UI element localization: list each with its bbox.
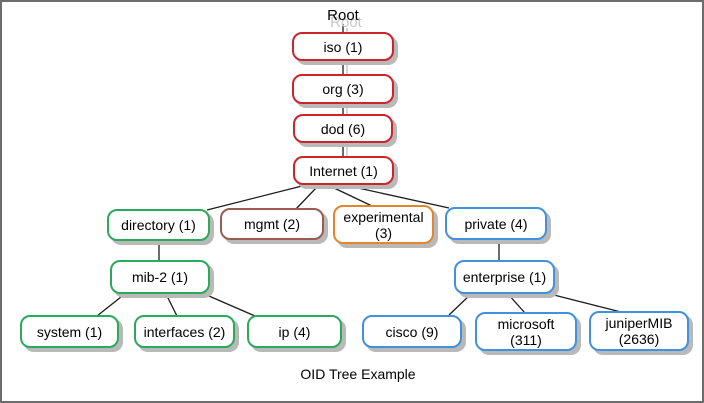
node-label-line2: (2636) bbox=[618, 331, 660, 347]
root-label-shadow: Root bbox=[330, 14, 362, 31]
node-label: iso (1) bbox=[323, 38, 363, 55]
node-junipermib: juniperMIB (2636) bbox=[589, 311, 689, 351]
tree-edges bbox=[96, 24, 622, 317]
node-label-line2: (311) bbox=[510, 331, 542, 348]
node-label: juniperMIB bbox=[605, 315, 673, 331]
node-system: system (1) bbox=[20, 315, 119, 348]
node-root: Root Root bbox=[303, 7, 383, 31]
node-label: enterprise (1) bbox=[462, 269, 547, 285]
node-mib2: mib-2 (1) bbox=[110, 260, 210, 294]
node-iso: iso (1) bbox=[292, 32, 394, 61]
node-private: private (4) bbox=[445, 207, 547, 240]
node-mgmt: mgmt (2) bbox=[220, 208, 324, 240]
node-org: org (3) bbox=[292, 74, 394, 104]
node-experimental: experimental (3) bbox=[333, 205, 434, 244]
node-label-line2: (3) bbox=[374, 224, 393, 241]
node-label: org (3) bbox=[322, 81, 364, 97]
node-directory: directory (1) bbox=[107, 209, 210, 241]
node-microsoft: microsoft (311) bbox=[475, 312, 577, 351]
node-interfaces: interfaces (2) bbox=[134, 315, 235, 348]
node-label: system (1) bbox=[36, 323, 103, 340]
node-label: microsoft bbox=[497, 315, 555, 332]
node-label: mgmt (2) bbox=[244, 216, 300, 232]
node-label: Internet (1) bbox=[309, 162, 378, 179]
node-label: cisco (9) bbox=[385, 323, 439, 340]
node-label: experimental bbox=[343, 208, 424, 225]
node-enterprise: enterprise (1) bbox=[454, 260, 555, 294]
node-label: dod (6) bbox=[320, 120, 366, 137]
diagram-caption: OID Tree Example bbox=[300, 366, 416, 382]
root-label: Root bbox=[327, 7, 359, 24]
node-dod: dod (6) bbox=[293, 114, 393, 143]
node-label: private (4) bbox=[464, 215, 528, 232]
node-label: ip (4) bbox=[278, 323, 311, 340]
node-cisco: cisco (9) bbox=[362, 315, 462, 348]
node-label: interfaces (2) bbox=[143, 323, 226, 340]
node-label: directory (1) bbox=[121, 217, 196, 233]
node-internet: Internet (1) bbox=[293, 156, 394, 185]
node-ip: ip (4) bbox=[247, 315, 342, 348]
node-label: mib-2 (1) bbox=[131, 269, 188, 285]
